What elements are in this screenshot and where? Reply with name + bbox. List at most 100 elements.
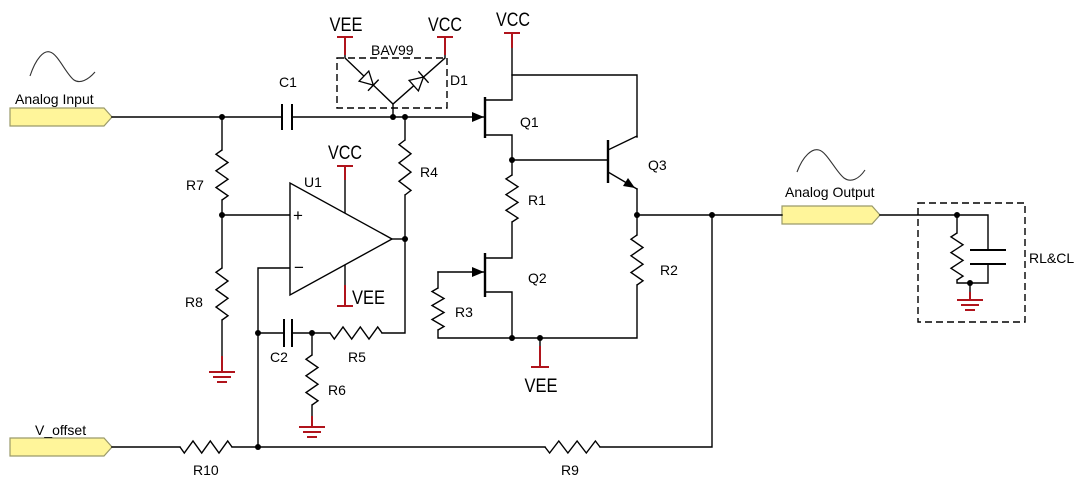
analog-output-port: Analog Output — [781, 149, 881, 225]
vee-symbol — [337, 285, 353, 307]
analog-output-label: Analog Output — [785, 184, 875, 200]
diode-pair-d1 — [336, 54, 448, 109]
wire-load-bottom — [956, 263, 989, 284]
analog-input-port: Analog Input — [9, 51, 113, 127]
d1-part-label: BAV99 — [371, 42, 414, 58]
junction-dot — [219, 114, 225, 120]
wire-q2-source — [484, 291, 513, 339]
vcc-symbol — [337, 165, 353, 180]
vee-label: VEE — [525, 376, 558, 397]
diode-high-clamp — [407, 70, 430, 93]
junction-dot — [255, 444, 261, 450]
capacitor-cl — [970, 249, 1006, 265]
junction-dot — [402, 114, 408, 120]
q3-collector — [607, 135, 638, 151]
opamp-u1: + − — [289, 181, 394, 297]
r8-label: R8 — [185, 294, 203, 310]
ground-icon-load — [957, 292, 983, 311]
junction-dot — [509, 157, 515, 163]
resistor-r9 — [544, 439, 601, 455]
r1-label: R1 — [528, 192, 546, 208]
vee-label: VEE — [330, 15, 363, 36]
junction-dot — [954, 212, 960, 218]
junction-dot — [402, 236, 408, 242]
v-offset-port: V_offset — [9, 422, 113, 457]
wire-r5-to-r4 — [381, 194, 406, 334]
opamp-minus-sign: − — [294, 258, 304, 277]
power-symbols: VEE VCC VCC VCC VEE VEE — [328, 10, 558, 397]
r5-label: R5 — [348, 349, 366, 365]
q1-gate-arrow-icon — [472, 112, 484, 122]
v-offset-connector — [9, 437, 113, 457]
resistor-r8 — [214, 267, 230, 321]
opamp-triangle — [289, 181, 394, 297]
capacitor-c1 — [281, 104, 293, 130]
c1-label: C1 — [279, 74, 297, 90]
junction-dot — [255, 330, 261, 336]
q2-gate-arrow-icon — [472, 267, 484, 277]
wire-inverting-input — [257, 267, 291, 448]
q3-label: Q3 — [648, 157, 667, 173]
analog-input-connector — [9, 107, 113, 127]
d1-vee-rail: VEE — [330, 15, 363, 55]
resistor-r4 — [397, 139, 413, 196]
load-label: RL&CL — [1029, 250, 1074, 266]
input-sine-wave-icon — [29, 51, 96, 83]
vcc-label: VCC — [328, 143, 362, 164]
diode-triangle — [357, 69, 375, 87]
junction-dot — [537, 335, 543, 341]
resistor-r1 — [504, 174, 520, 223]
wire-q1-source — [484, 134, 513, 176]
junction-dot — [390, 114, 396, 120]
c2-label: C2 — [270, 349, 288, 365]
v-offset-label: V_offset — [35, 422, 86, 438]
resistor-r3 — [430, 287, 446, 331]
load-outline — [917, 202, 1026, 323]
wire-q1-drain — [484, 47, 513, 101]
junction-dot — [219, 212, 225, 218]
wire-r1-to-q2-drain — [484, 221, 513, 259]
vee-symbol — [337, 36, 353, 55]
u1-vcc-rail: VCC — [328, 143, 362, 180]
r3-label: R3 — [455, 304, 473, 320]
resistor-r5 — [329, 325, 383, 341]
resistors — [179, 139, 965, 455]
resistor-rl — [949, 232, 965, 281]
jfet-q2 — [472, 253, 487, 297]
r7-label: R7 — [186, 177, 204, 193]
vcc-symbol — [437, 36, 453, 55]
wire-r9-feedback — [599, 214, 713, 448]
diode-triangle — [407, 76, 425, 93]
q1-vcc-rail: VCC — [496, 10, 530, 48]
jfet-q1 — [472, 97, 487, 138]
d1-package-outline — [336, 57, 448, 109]
ground-icon-r8 — [209, 356, 235, 383]
diode-low-clamp — [357, 69, 380, 92]
opamp-plus-sign: + — [293, 206, 303, 225]
u1-label: U1 — [304, 174, 322, 190]
r6-label: R6 — [328, 382, 346, 398]
junctions — [219, 114, 973, 450]
output-sine-wave-icon — [796, 149, 866, 181]
q2-label: Q2 — [528, 270, 547, 286]
vcc-symbol — [504, 32, 520, 48]
d1-vcc-rail: VCC — [428, 15, 462, 55]
resistor-r7 — [214, 149, 230, 201]
d1-label: D1 — [450, 72, 468, 88]
vee-symbol — [531, 346, 549, 368]
r2-label: R2 — [660, 262, 678, 278]
wire-output-to-load — [879, 214, 989, 251]
capacitor-c2 — [283, 319, 293, 347]
vee-label: VEE — [352, 288, 385, 309]
q1-label: Q1 — [520, 114, 539, 130]
vcc-label: VCC — [428, 15, 462, 36]
analog-input-label: Analog Input — [15, 91, 94, 107]
junction-dot — [709, 212, 715, 218]
wire-vcc-to-q3-collector — [511, 74, 638, 138]
resistor-r6 — [304, 354, 320, 406]
u1-vee-rail: VEE — [337, 285, 385, 309]
wires — [111, 47, 989, 448]
r9-label: R9 — [561, 462, 579, 478]
d1-wires — [344, 54, 446, 105]
r4-label: R4 — [420, 164, 438, 180]
